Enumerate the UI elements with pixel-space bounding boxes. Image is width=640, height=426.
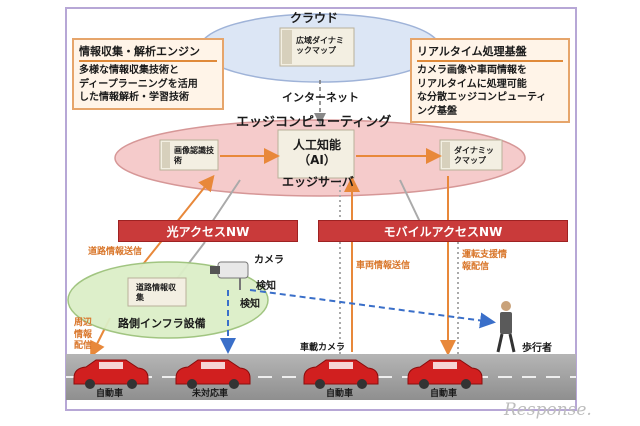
mobile-network-bar: モバイルアクセスNW xyxy=(318,220,568,242)
internet-label: インターネット xyxy=(282,91,359,104)
dynamic-map-box xyxy=(439,139,503,171)
pedestrian-label: 歩行者 xyxy=(522,343,552,354)
roadside-infra-label: 路側インフラ設備 xyxy=(118,317,206,330)
car-label: 未対応車 xyxy=(192,389,229,399)
vehicle-info-send-label: 車両情報送信 xyxy=(356,261,411,271)
dynamic-map-label: ダイナミックマップ xyxy=(454,146,494,165)
road-info-collect-box xyxy=(127,277,187,307)
callout-left-line: 多様な情報収集技術と xyxy=(79,65,179,76)
car-4 xyxy=(407,359,483,389)
cloud-server-box xyxy=(279,27,355,67)
detect-label-2: 検知 xyxy=(240,299,260,310)
callout-right-line: リアルタイムに処理可能 xyxy=(417,78,527,90)
callout-right-line: な分散エッジコンピューティ xyxy=(417,92,547,103)
surrounding-info-label: 周辺情報配信 xyxy=(74,318,93,352)
callout-right-line: ング基盤 xyxy=(417,105,457,117)
pedestrian-icon xyxy=(496,301,516,353)
driving-support-label: 運転支援情報配信 xyxy=(462,250,508,272)
callout-left-title: 情報収集・解析エンジン xyxy=(79,43,217,62)
car-label: 自動車 xyxy=(96,389,124,399)
image-recognition-label: 画像認識技術 xyxy=(174,146,214,165)
ai-label: 人工知能（AI） xyxy=(292,138,341,167)
callout-right-title: リアルタイム処理基盤 xyxy=(417,43,563,62)
car-1 xyxy=(73,359,149,389)
callout-left: 情報収集・解析エンジン 多様な情報収集技術と ディープラーニングを活用 した情報… xyxy=(72,38,224,110)
car-label: 自動車 xyxy=(430,389,458,399)
callout-right-line: カメラ画像や車両情報を xyxy=(417,65,527,76)
arrow-detect-pedestrian xyxy=(249,289,496,329)
optical-network-bar: 光アクセスNW xyxy=(118,220,298,242)
ai-box xyxy=(277,129,355,179)
callout-right: リアルタイム処理基盤 カメラ画像や車両情報を リアルタイムに処理可能 な分散エッ… xyxy=(410,38,570,123)
edge-server-label: エッジサーバ xyxy=(282,175,354,189)
outer-frame xyxy=(65,7,577,411)
camera-label: カメラ xyxy=(254,255,284,266)
onboard-camera-label: 車載カメラ xyxy=(300,343,346,353)
detect-label-1: 検知 xyxy=(256,281,276,292)
camera-icon xyxy=(210,261,249,290)
road-info-send-label: 道路情報送信 xyxy=(88,247,143,257)
car-3 xyxy=(303,359,379,389)
edge-title: エッジコンピューティング xyxy=(236,115,392,130)
callout-left-line: ディープラーニングを活用 xyxy=(79,78,198,90)
callout-left-line: した情報解析・学習技術 xyxy=(79,92,189,103)
cloud-title: クラウド xyxy=(290,11,339,25)
car-2 xyxy=(175,359,251,389)
road-info-collect-label: 道路情報収集 xyxy=(136,283,176,302)
car-label: 自動車 xyxy=(326,389,354,399)
watermark-logo: Response. xyxy=(504,400,592,420)
cloud-server-label: 広域ダイナミックマップ xyxy=(296,36,344,55)
